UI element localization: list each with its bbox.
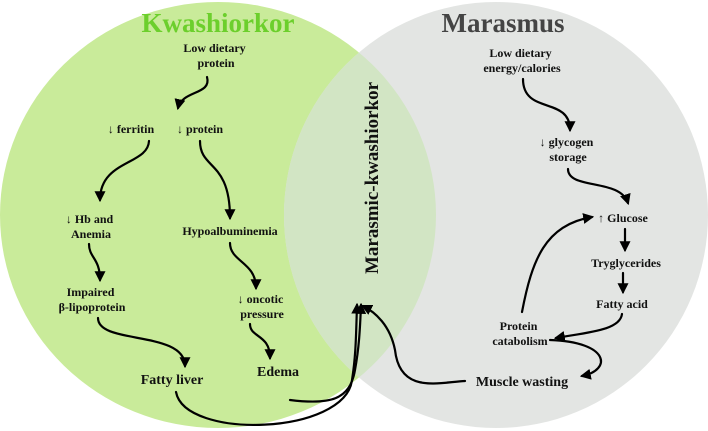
arrow-fatty-liver-to-overlap <box>174 302 363 426</box>
arrow-oncotic-to-edema <box>248 322 276 361</box>
hb-anemia-node: ↓ Hb and Anemia <box>66 212 116 241</box>
low-dietary-protein-node: Low dietary protein <box>183 41 248 70</box>
protein-catabolism-line-2: catabolism <box>492 334 547 348</box>
glycogen-storage-line-2: storage <box>549 150 587 164</box>
arrow-muscle-wasting-to-overlap <box>361 304 467 385</box>
oncotic-pressure-line-2: pressure <box>240 307 284 321</box>
hb-anemia-line-2: Anemia <box>71 227 111 241</box>
arrow-hypoalbuminemia-to-oncotic <box>228 241 262 291</box>
arrow-catabolism-to-muscle-wasting <box>548 338 602 380</box>
arrow-ferritin-to-hb <box>94 139 151 203</box>
arrow-edema-to-overlap <box>288 302 367 403</box>
overlap-region <box>284 2 436 428</box>
muscle-wasting-node: Muscle wasting <box>476 375 568 390</box>
tryglycerides-node: Tryglycerides <box>591 256 661 270</box>
arrow-hb-to-lipoprotein <box>87 242 106 283</box>
low-dietary-protein-line-1: Low dietary <box>183 41 245 55</box>
fatty-acid-node: Fatty acid <box>596 297 648 311</box>
hb-anemia-line-1: ↓ Hb and <box>66 212 114 226</box>
protein-node: ↓ protein <box>177 122 223 136</box>
arrow-fatty-acid-to-catabolism <box>553 312 624 342</box>
protein-catabolism-line-1: Protein <box>500 319 538 333</box>
marasmus-title: Marasmus <box>442 8 565 38</box>
impaired-lipoprotein-node: Impaired β-lipoprotein <box>59 285 126 314</box>
arrow-glycogen-to-glucose <box>566 167 631 206</box>
edema-node: Edema <box>257 365 299 380</box>
oncotic-pressure-node: ↓ oncotic pressure <box>238 292 287 321</box>
low-dietary-energy-line-1: Low dietary <box>489 46 551 60</box>
glycogen-storage-node: ↓ glycogen storage <box>540 135 597 164</box>
low-dietary-protein-line-2: protein <box>197 56 234 70</box>
kwashiorkor-title: Kwashiorkor <box>141 8 294 38</box>
ferritin-node: ↓ ferritin <box>108 122 155 136</box>
low-dietary-energy-line-2: energy/calories <box>483 61 561 75</box>
marasmic-kwashiorkor-label: Marasmic-kwashiorkor <box>362 81 383 274</box>
arrow-protein-to-hypoalbuminemia <box>198 139 236 221</box>
arrow-protein-to-reduced-protein <box>174 75 209 111</box>
protein-catabolism-node: Protein catabolism <box>492 319 547 348</box>
fatty-liver-node: Fatty liver <box>141 373 204 388</box>
impaired-lipoprotein-line-1: Impaired <box>67 285 115 299</box>
arrow-energy-to-glycogen <box>521 77 576 133</box>
oncotic-pressure-line-1: ↓ oncotic <box>238 292 284 306</box>
arrow-catabolism-to-glucose <box>520 213 595 314</box>
glucose-node: ↑ Glucose <box>598 211 648 225</box>
glycogen-storage-line-1: ↓ glycogen <box>540 135 594 149</box>
hypoalbuminemia-node: Hypoalbuminemia <box>182 224 277 238</box>
impaired-lipoprotein-line-2: β-lipoprotein <box>59 300 126 314</box>
low-dietary-energy-node: Low dietary energy/calories <box>483 46 561 75</box>
arrow-lipoprotein-to-fatty-liver <box>96 316 191 369</box>
